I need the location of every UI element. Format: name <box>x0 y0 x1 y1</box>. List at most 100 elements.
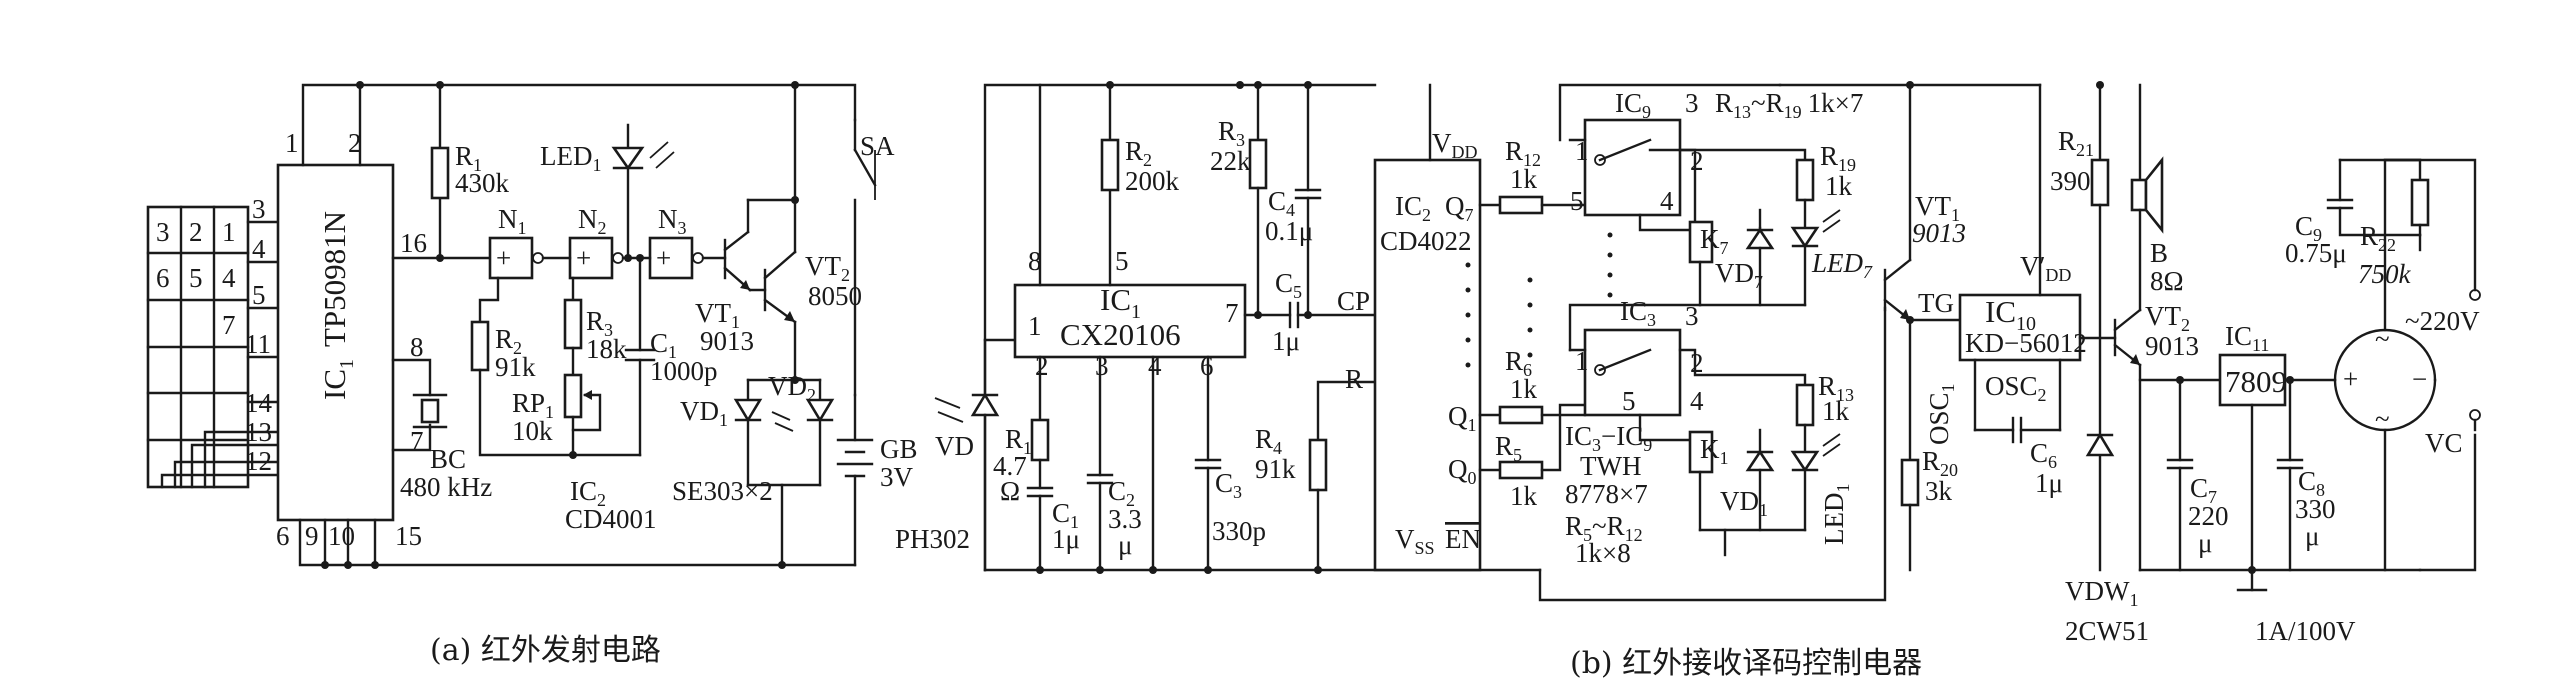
rx-r12-value: 1k <box>1510 164 1538 194</box>
rx-c9-label: C9 <box>2295 211 2322 245</box>
rx-vt2-label: VT2 <box>2145 301 2190 335</box>
rx-r5-label: R5 <box>1495 431 1522 465</box>
tx-wiring <box>298 81 857 569</box>
rx-vdw-value: 2CW51 <box>2065 616 2149 646</box>
svg-text:10: 10 <box>328 521 355 551</box>
svg-text:8: 8 <box>1028 246 1042 276</box>
rx-k1-label: K1 <box>1700 434 1729 468</box>
rx-mains-label: ~220V <box>2405 306 2480 336</box>
rx-c5 <box>1243 301 1377 329</box>
tx-r2-value: 91k <box>495 352 536 382</box>
rx-ic2-part: CD4022 <box>1380 226 1472 256</box>
rx-vdd-label: VDD <box>1432 128 1478 162</box>
rx-r6-label: R6 <box>1505 346 1532 380</box>
rx-r1-value: 4.7 <box>993 451 1027 481</box>
rx-twh-label: TWH <box>1580 451 1641 481</box>
rx-ic9-pin1: 1 <box>1575 136 1589 166</box>
rx-vt1-value: 9013 <box>1912 218 1966 248</box>
rx-b-label: B <box>2150 238 2168 268</box>
tx-vt2-label: VT2 <box>805 251 850 285</box>
svg-text:16: 16 <box>400 228 427 258</box>
crystal-bc <box>412 393 448 429</box>
rx-ic2-dots <box>1465 262 1471 368</box>
rx-input-rc <box>1026 355 1222 574</box>
rx-c8-label: C8 <box>2298 466 2325 500</box>
rx-ic3-pin4: 4 <box>1690 386 1704 416</box>
svg-text:2: 2 <box>348 128 362 158</box>
rx-vss-label: VSS <box>1395 524 1435 558</box>
rx-vd7-label: VD7 <box>1715 258 1763 292</box>
rx-c7-value: 220 <box>2188 501 2229 531</box>
caption-a: (a) 红外发射电路 <box>430 633 661 668</box>
rx-q1-label: Q1 <box>1448 401 1477 435</box>
svg-text:8: 8 <box>410 332 424 362</box>
rx-c3-value: 330p <box>1212 516 1266 546</box>
key-5: 5 <box>189 263 203 293</box>
svg-text:6: 6 <box>1200 351 1214 381</box>
bc-label: BC <box>430 444 466 474</box>
tx-ic1-label: IC1TP50981N <box>317 211 358 400</box>
rx-c5-label: C5 <box>1275 268 1302 302</box>
n3-label: N3 <box>658 204 687 238</box>
rx-ic3-pin5: 5 <box>1622 386 1636 416</box>
rx-output-resistors <box>1478 195 1587 480</box>
svg-text:3: 3 <box>252 194 266 224</box>
tx-switch-battery <box>778 118 877 569</box>
rx-ic1-body <box>1013 283 1247 359</box>
rx-r20-label: R20 <box>1922 446 1958 480</box>
rx-vc-label: VC <box>2425 428 2463 458</box>
rx-ic2-label: IC2 <box>1395 191 1431 225</box>
tx-vt1-value: 9013 <box>700 326 754 356</box>
tx-ic1-pins: 1 2 3 4 5 11 14 13 12 16 8 7 6 9 10 15 <box>245 128 427 551</box>
rx-ic9-pin4: 4 <box>1660 186 1674 216</box>
tx-c1-value: 1000p <box>650 356 718 386</box>
rx-c7-unit: μ <box>2198 528 2212 558</box>
tx-ic2-part: CD4001 <box>565 504 657 534</box>
tx-r3-label: R3 <box>586 306 613 340</box>
rx-ic9-label: IC9 <box>1615 88 1651 122</box>
rx-ic10-part: KD−56012 <box>1965 328 2087 358</box>
svg-text:5: 5 <box>252 280 266 310</box>
rx-c2-label: C2 <box>1108 476 1135 510</box>
gate-n3: + <box>648 236 704 280</box>
rx-r2-value: 200k <box>1125 166 1180 196</box>
rx-relay-dots <box>1607 232 1613 298</box>
rx-ic1-part: CX20106 <box>1060 317 1181 352</box>
gb-value: 3V <box>880 462 914 492</box>
svg-text:14: 14 <box>245 388 273 418</box>
rx-r13-value: 1k <box>1822 396 1850 426</box>
svg-text:~: ~ <box>2375 404 2390 434</box>
svg-text:1: 1 <box>1028 311 1042 341</box>
svg-text:13: 13 <box>245 417 272 447</box>
rx-r21-value: 390 <box>2050 166 2091 196</box>
n1-label: N1 <box>498 204 527 238</box>
tx-r1-label: R1 <box>455 141 482 175</box>
rx-r4 <box>1308 380 1377 574</box>
rx-r22-value: 750k <box>2358 259 2412 289</box>
rx-k7-label: K7 <box>1700 224 1729 258</box>
key-4: 4 <box>222 263 236 293</box>
rx-r4-value: 91k <box>1255 454 1296 484</box>
rx-led7-label: LED7 <box>1811 248 1873 282</box>
svg-text:7: 7 <box>410 426 424 456</box>
rx-r19-label: R19 <box>1820 141 1856 175</box>
rx-r13-label: R13 <box>1818 371 1854 405</box>
svg-text:3: 3 <box>1095 351 1109 381</box>
rx-speaker-stage <box>2078 81 2222 572</box>
svg-text:+: + <box>2343 364 2358 394</box>
svg-text:5: 5 <box>1115 246 1129 276</box>
bc-value: 480 kHz <box>400 472 492 502</box>
rx-r2-label: R2 <box>1125 136 1152 170</box>
caption-b: (b) 红外接收译码控制电器 <box>1570 646 1922 681</box>
rx-c6 <box>1973 358 2062 444</box>
rx-ic1-label: IC1 <box>1100 282 1141 323</box>
rx-ic3-pin1: 1 <box>1575 346 1589 376</box>
svg-text:4: 4 <box>252 234 266 264</box>
rx-photodiode-vd <box>934 338 1017 572</box>
rx-ic11-part: 7809 <box>2225 364 2287 399</box>
rx-c2-unit: μ <box>1118 530 1132 560</box>
key-6: 6 <box>156 263 170 293</box>
rx-r3-value: 22k <box>1210 146 1251 176</box>
